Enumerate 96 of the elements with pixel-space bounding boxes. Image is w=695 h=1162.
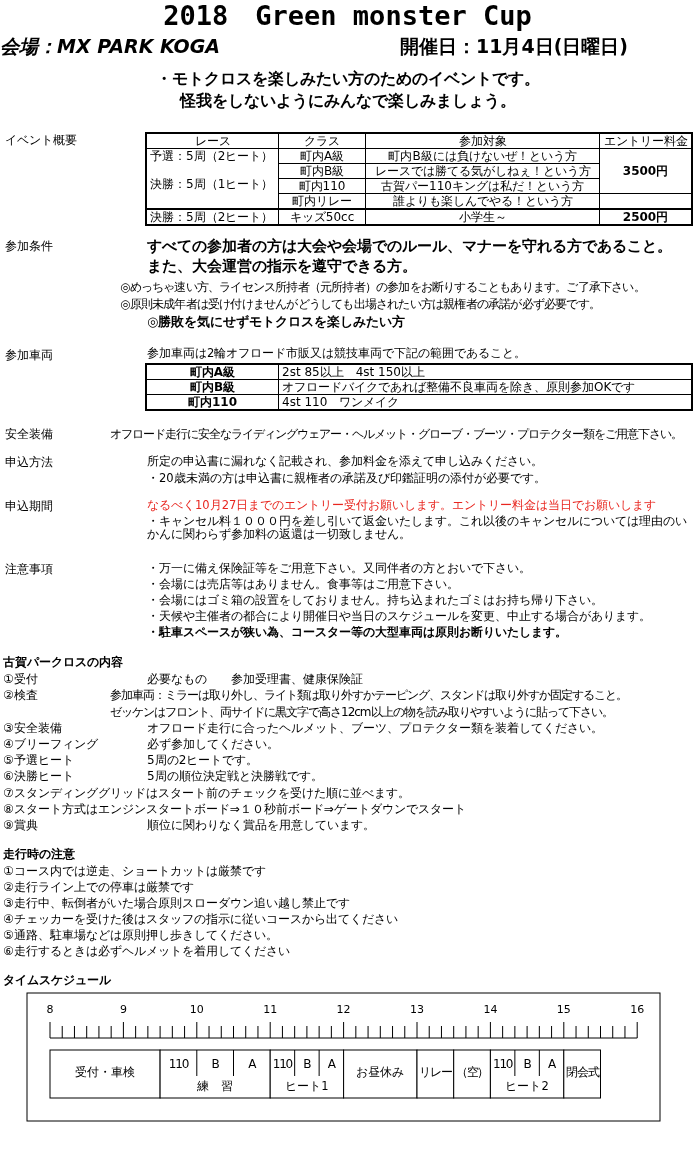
schedule-text: A [547, 1058, 557, 1072]
note-text: ・駐車スペースが狭い為、コースター等の大型車両は原則お断りいたします。 [147, 626, 567, 640]
section-label: 申込方法 [5, 456, 53, 470]
hour-label: 8 [45, 1004, 55, 1017]
table-cell: レースでは勝てる気がしねぇ！という方 [365, 163, 600, 179]
schedule-text: B [302, 1058, 312, 1072]
rule-text: ⑥走行するときは必ずヘルメットを着用してください [3, 945, 290, 959]
item-heading: ③安全装備 [3, 722, 62, 736]
body-text: 5周の順位決定戦と決勝戦です。 [147, 770, 323, 784]
section-label: イベント概要 [5, 134, 77, 148]
rule-text: ④チェッカーを受けた後はスタッフの指示に従いコースから出てください [3, 913, 398, 927]
note-text: ◎めっちゃ速い方、ライセンス所持者（元所持者）の参加をお断りすることもあります。ご了承下さい。 [120, 281, 645, 295]
hour-label: 11 [262, 1004, 279, 1017]
note-text: ・会場には売店等はありません。食事等はご用意下さい。 [147, 578, 459, 592]
section-label: 申込期間 [5, 500, 53, 514]
schedule-text: A [247, 1058, 257, 1072]
table-cell: 町内A級 [146, 364, 279, 380]
body-text: 所定の申込書に漏れなく記載され、参加料金を添えて申し込みください。 [147, 455, 543, 469]
hour-label: 9 [118, 1004, 128, 1017]
schedule-text: （空） [454, 1066, 490, 1080]
schedule-text: 閉会式 [564, 1066, 600, 1080]
table-cell: クラス [278, 133, 366, 149]
note-text: ・会場にはゴミ箱の設置をしておりません。持ち込まれたゴミはお持ち帰り下さい。 [147, 594, 603, 608]
intro-text: 怪我をしないようにみんなで楽しみましょう。 [178, 92, 517, 111]
body-text: オフロード走行に安全なライディングウェアー・ヘルメット・グローブ・ブーツ・プロテクター類をご用意下さい。 [110, 428, 682, 442]
schedule-text: お昼休み [355, 1066, 406, 1080]
item-heading: ②検査 [3, 689, 38, 703]
note-text: ・天候や主催者の都合により開催日や当日のスケジュールを変更、中止する場合があります。 [147, 610, 651, 624]
section-label: 注意事項 [5, 563, 53, 577]
note-text: ・万一に備え保険証等をご用意下さい。又同伴者の方とおいで下さい。 [147, 562, 531, 576]
schedule-text: 110 [271, 1058, 294, 1072]
table-cell: 町内B級には負けないぜ！という方 [365, 148, 600, 164]
section-label: 参加条件 [5, 240, 53, 254]
schedule-text: ヒート1 [284, 1080, 330, 1094]
table-cell: 町内B級 [146, 379, 279, 395]
section-heading: 走行時の注意 [3, 848, 75, 862]
condition-text: また、大会運営の指示を遵守できる方。 [147, 258, 417, 275]
table-cell: 2st 85以上 4st 150以上 [278, 364, 692, 380]
date-heading: 開催日：11月4日(日曜日) [400, 36, 629, 58]
item-heading: ⑨賞典 [3, 819, 38, 833]
table-cell: オフロードバイクであれば整備不良車両を除き、原則参加OKです [278, 379, 692, 395]
rule-text: ⑤通路、駐車場などは原則押し歩きしてください。 [3, 929, 278, 943]
schedule-text: ヒート2 [504, 1080, 550, 1094]
schedule-text: B [210, 1058, 220, 1072]
body-text: 5周の2ヒートです。 [147, 754, 259, 768]
item-heading: ⑥決勝ヒート [3, 770, 74, 784]
section-heading: 古賀パークロスの内容 [3, 656, 123, 670]
hour-label: 15 [555, 1004, 572, 1017]
schedule-text: A [326, 1058, 337, 1072]
item-heading: ⑤予選ヒート [3, 754, 74, 768]
race-text: 予選：5周（2ヒート） [150, 149, 275, 163]
item-heading: ⑦スタンディンググリッドはスタート前のチェックを受けた順に並べます。 [3, 787, 410, 801]
body-text: オフロード走行に合ったヘルメット、ブーツ、プロテクター類を装着してください。 [147, 722, 603, 736]
body-text: 参加車両は2輪オフロード市販又は競技車両で下記の範囲であること。 [147, 347, 527, 361]
hour-label: 10 [188, 1004, 205, 1017]
body-text: 参加車両：ミラーは取り外し、ライト類は取り外すかテーピング、スタンドは取り外すか固定すること。 [110, 689, 627, 703]
rule-text: ②走行ライン上での停車は厳禁です [3, 881, 194, 895]
intro-text: ・モトクロスを楽しみたい方のためのイベントです。 [154, 70, 541, 89]
table-cell: 参加対象 [365, 133, 600, 149]
hour-label: 12 [335, 1004, 352, 1017]
schedule-text: リレー [418, 1066, 453, 1080]
body-text: 必ず参加してください。 [147, 738, 279, 752]
hour-label: 16 [629, 1004, 646, 1017]
schedule-text: 110 [491, 1058, 514, 1072]
rule-text: ①コース内では逆走、ショートカットは厳禁です [3, 865, 266, 879]
table-cell: エントリー料金 [599, 133, 692, 149]
item-heading: ⑧スタート方式はエンジンスタートボード⇒１０秒前ボード⇒ゲートダウンでスタート [3, 803, 466, 817]
note-text: ◎原則未成年者は受け付けませんがどうしても出場されたい方は親権者の承諾が必ず必要です。 [120, 298, 601, 312]
body-text: ・キャンセル料１０００円を差し引いて返金いたします。これ以後のキャンセルについては理由のいかんに関わらず参加料の返還は一切致しません。 [147, 515, 687, 542]
body-text: 順位に関わりなく賞品を用意しています。 [147, 819, 375, 833]
note-text: ◎勝敗を気にせずモトクロスを楽しみたい方 [147, 315, 406, 330]
page-title: 2018 Green monster Cup [162, 0, 533, 32]
race-text: 決勝：5周（1ヒート） [150, 177, 275, 191]
item-heading: ①受付 [3, 673, 38, 687]
section-heading: タイムスケジュール [3, 974, 111, 988]
schedule-text: 練 習 [196, 1080, 235, 1094]
schedule-text: 110 [167, 1058, 190, 1072]
body-text: ・20歳未満の方は申込書に親権者の承諾及び印鑑証明の添付が必要です。 [147, 472, 546, 486]
condition-text: すべての参加者の方は大会や会場でのルール、マナーを守れる方であること。 [147, 238, 672, 255]
hour-label: 13 [409, 1004, 425, 1017]
body-text: ゼッケンはフロント、両サイドに黒文字で高さ12cm以上の物を読み取りやすいように貼って下さい。 [110, 706, 613, 720]
schedule-text: 受付・車検 [74, 1066, 137, 1080]
section-label: 参加車両 [5, 349, 53, 363]
table-cell: レース [146, 133, 279, 149]
venue-heading: 会場：MX PARK KOGA [0, 36, 220, 58]
table-cell: 町内110 [278, 178, 366, 194]
table-cell: 町内A級 [278, 148, 366, 164]
hour-label: 14 [482, 1004, 499, 1017]
table-cell: 古賀パー110キングは私だ！という方 [365, 178, 600, 194]
schedule-text: B [522, 1058, 532, 1072]
body-text: 必要なもの 参加受理書、健康保険証 [147, 673, 363, 687]
section-label: 安全装備 [5, 428, 53, 442]
deadline-text: なるべく10月27日までのエントリー受付お願いします。エントリー料金は当日でお願いします [147, 499, 657, 513]
table-cell: 町内B級 [278, 163, 366, 179]
rule-text: ③走行中、転倒者がいた場合原則スローダウン追い越し禁止です [3, 897, 350, 911]
item-heading: ④ブリーフィング [3, 738, 98, 752]
